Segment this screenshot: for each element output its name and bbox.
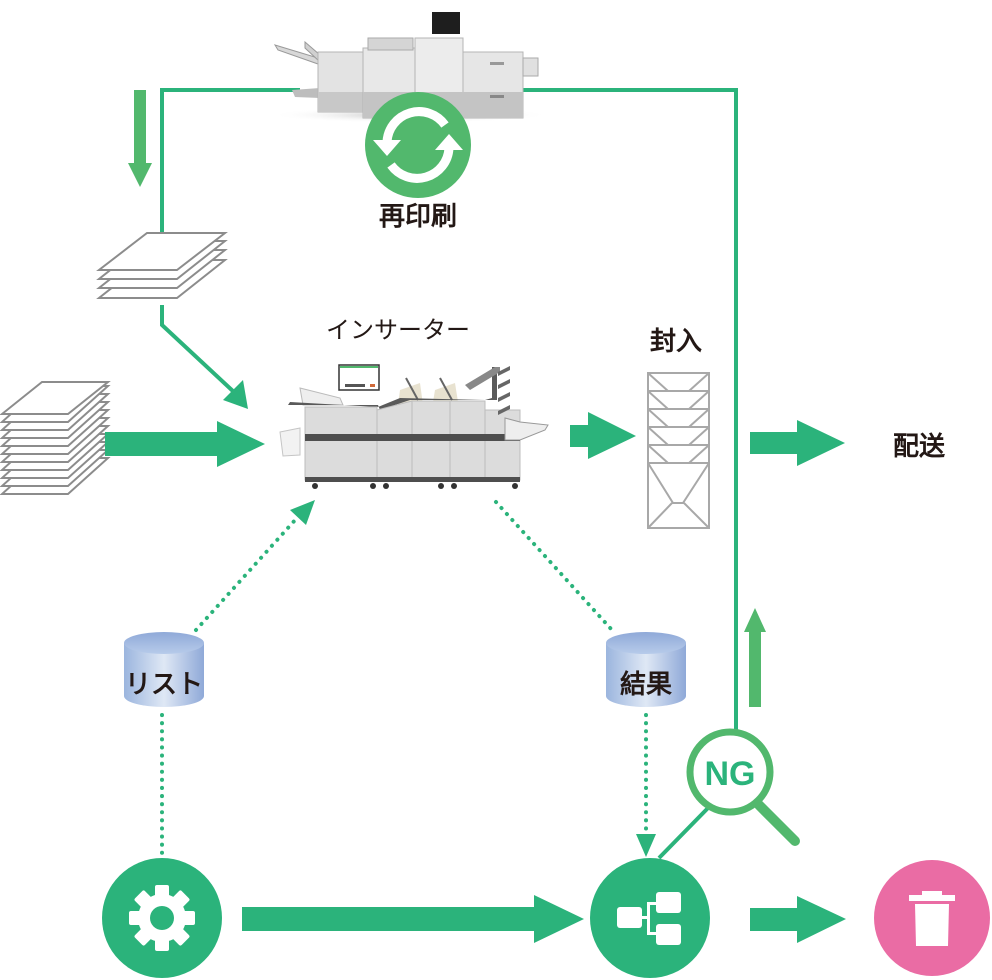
reprint-icon-circle[interactable] (365, 92, 471, 198)
trash-icon (909, 891, 955, 946)
feed-down-arrow (128, 90, 152, 187)
delivery-label: 配送 (893, 432, 945, 462)
sorting-to-ng-line (657, 806, 710, 860)
ng-to-delivery-up-arrow (744, 608, 766, 707)
envelope-stack-icon (647, 372, 710, 529)
result-database-label: 結果 (620, 669, 672, 700)
sorting-node[interactable] (590, 858, 710, 978)
settings-to-sorting-arrow (242, 895, 584, 943)
refresh-icon (382, 107, 454, 183)
enveloping-label: 封入 (650, 327, 702, 357)
reprint-label: 再印刷 (379, 202, 457, 232)
discard-node[interactable] (874, 860, 990, 976)
hierarchy-icon (617, 892, 681, 945)
enveloping-to-delivery-arrow (750, 420, 845, 466)
paper-stack (0, 381, 111, 495)
ng-label: NG (705, 755, 756, 793)
inserter-label: インサーター (326, 316, 470, 344)
magnifier-icon (754, 800, 800, 846)
sorting-to-discard-arrow (750, 896, 846, 943)
list-to-inserter-dotted-arrow (194, 500, 315, 632)
gear-icon (129, 885, 195, 951)
result-database[interactable]: 結果 (606, 632, 686, 707)
inserter-machine[interactable] (279, 364, 549, 489)
reprint-to-inserter-arrow (160, 305, 248, 409)
inserter-to-result-dotted-line (494, 500, 614, 632)
list-database-label: リスト (125, 670, 203, 700)
list-database[interactable]: リスト (124, 632, 204, 707)
reprint-paper-stack (96, 232, 228, 299)
ng-inspection[interactable]: NG (686, 728, 800, 846)
paper-to-inserter-arrow (105, 421, 265, 467)
settings-node[interactable] (102, 858, 222, 978)
inserter-to-enveloping-arrow (570, 412, 636, 459)
result-to-sorting-dotted-arrow (636, 713, 656, 857)
reprint-loop-line (160, 88, 738, 740)
